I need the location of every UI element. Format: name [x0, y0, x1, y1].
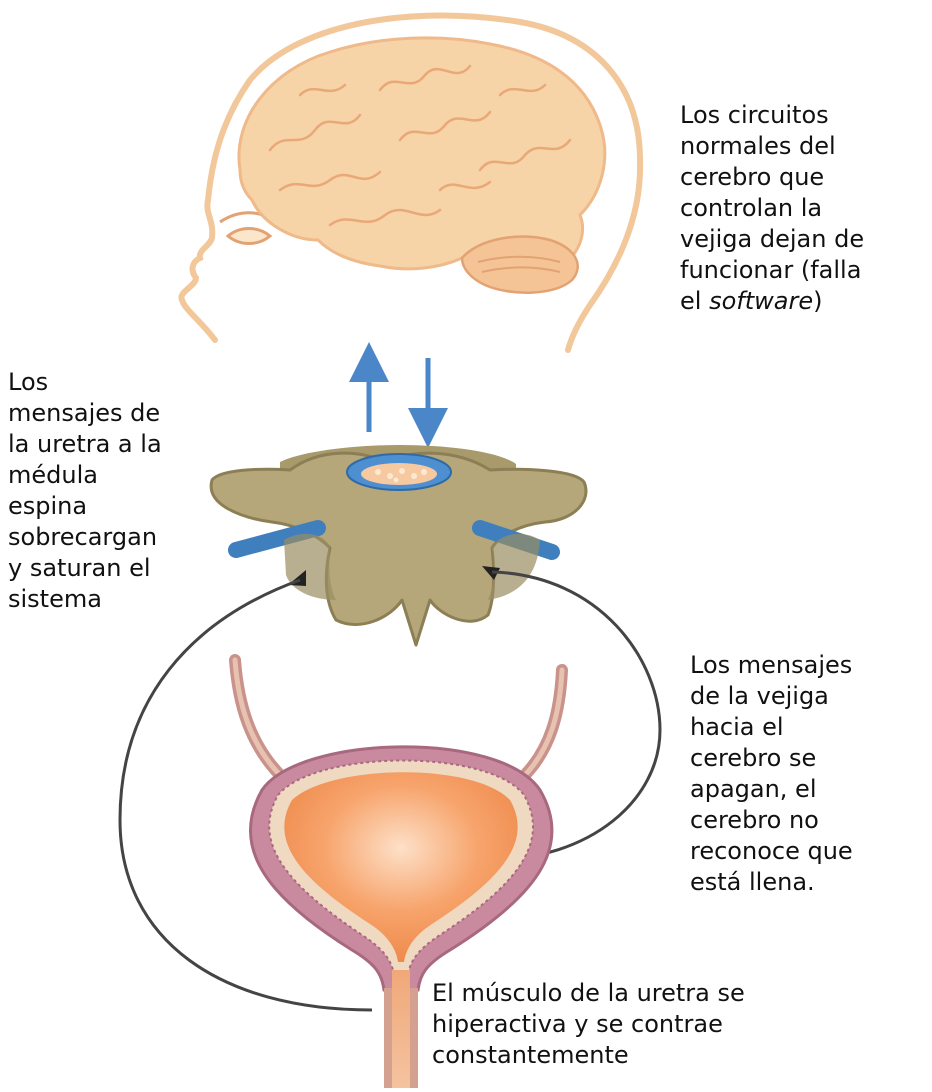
- text-line: apagan, el: [690, 774, 890, 805]
- text-line: sistema: [8, 584, 178, 615]
- cerebellum-shape: [462, 237, 578, 293]
- eye-shape: [228, 229, 270, 244]
- text-line: la uretra a la: [8, 429, 178, 460]
- text-line: El músculo de la uretra se: [432, 978, 812, 1009]
- text-line: hiperactiva y se contrae: [432, 1009, 812, 1040]
- label-bladder-messages: Los mensajes de la vejiga hacia el cereb…: [690, 650, 890, 898]
- text-italic-software: software: [709, 287, 813, 315]
- text-line: médula: [8, 460, 178, 491]
- text-line: controlan la: [680, 193, 900, 224]
- label-urethra-messages: Los mensajes de la uretra a la médula es…: [8, 367, 178, 615]
- text-line: Los: [8, 367, 178, 398]
- text-line: normales del: [680, 131, 900, 162]
- text-line: Los mensajes: [690, 650, 890, 681]
- text-line: reconoce que: [690, 836, 890, 867]
- text-line-last: el software): [680, 286, 900, 317]
- text-prefix: el: [680, 287, 709, 315]
- text-line: de la vejiga: [690, 681, 890, 712]
- spinal-cord-section: [211, 445, 586, 645]
- text-line: hacia el: [690, 712, 890, 743]
- text-line: cerebro no: [690, 805, 890, 836]
- text-line: cerebro que: [680, 162, 900, 193]
- text-line: Los circuitos: [680, 100, 900, 131]
- text-line: mensajes de: [8, 398, 178, 429]
- label-urethra-muscle: El músculo de la uretra se hiperactiva y…: [432, 978, 812, 1071]
- label-brain-circuits: Los circuitos normales del cerebro que c…: [680, 100, 900, 317]
- text-line: está llena.: [690, 867, 890, 898]
- text-line: y saturan el: [8, 553, 178, 584]
- text-suffix: ): [813, 287, 822, 315]
- urethra-lumen: [392, 970, 410, 1088]
- text-line: espina: [8, 491, 178, 522]
- bladder-lumen: [284, 772, 517, 962]
- text-line: funcionar (falla: [680, 255, 900, 286]
- left-ureter: [235, 660, 285, 780]
- text-line: cerebro se: [690, 743, 890, 774]
- text-line: constantemente: [432, 1040, 812, 1071]
- text-line: sobrecargan: [8, 522, 178, 553]
- text-line: vejiga dejan de: [680, 224, 900, 255]
